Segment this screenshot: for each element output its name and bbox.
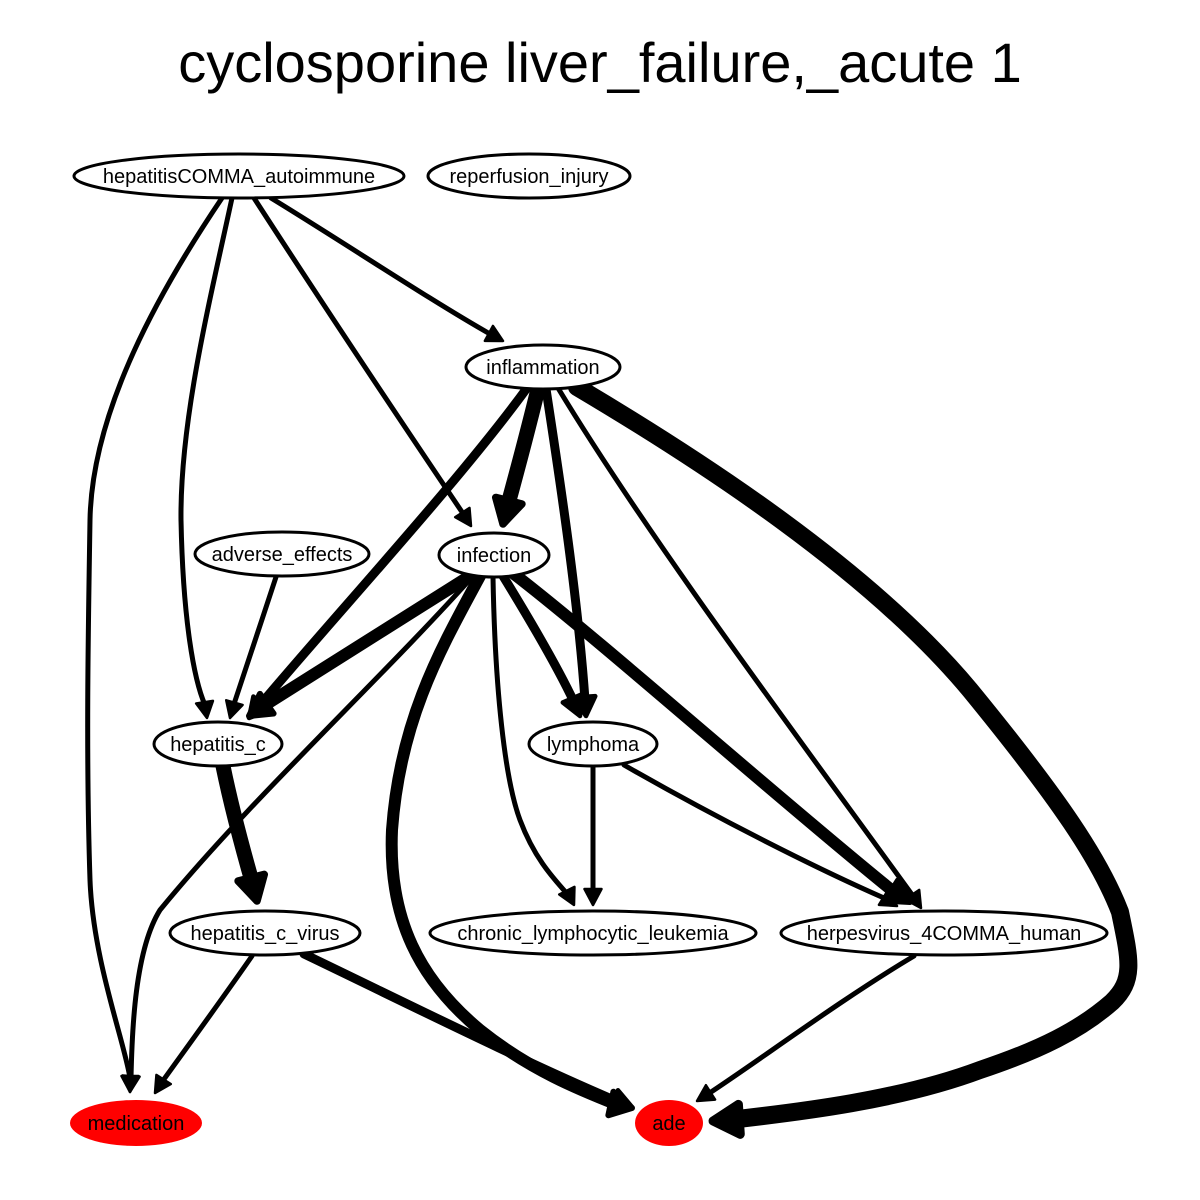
node-medication: medication bbox=[70, 1100, 202, 1146]
edge-infection-to-chronic_lymphocytic_leukemia bbox=[490, 574, 576, 907]
edge-line bbox=[568, 378, 1138, 1129]
node-ellipse bbox=[168, 909, 362, 957]
node-chronic_lymphocytic_leukemia: chronic_lymphocytic_leukemia bbox=[428, 909, 758, 957]
edge-lymphoma-to-chronic_lymphocytic_leukemia bbox=[583, 763, 603, 907]
edge-hepatitis_autoimmune-to-infection bbox=[251, 195, 473, 528]
arrowhead bbox=[695, 1083, 717, 1103]
edge-inflammation-to-ade bbox=[568, 378, 1138, 1139]
edge-hepatitis_autoimmune-to-inflammation bbox=[268, 195, 505, 343]
arrowhead bbox=[234, 870, 269, 905]
node-label: reperfusion_injury bbox=[450, 166, 609, 188]
edge-infection-to-ade bbox=[385, 570, 635, 1119]
edge-line bbox=[498, 571, 579, 707]
node-label: medication bbox=[88, 1113, 185, 1135]
diagram-title: cyclosporine liver_failure,_acute 1 bbox=[178, 31, 1022, 94]
edge-line bbox=[541, 384, 590, 705]
edge-infection-to-hepatitis_c bbox=[246, 568, 479, 719]
edge-line bbox=[251, 195, 465, 515]
arrowhead bbox=[483, 324, 505, 343]
node-label: infection bbox=[457, 545, 532, 567]
edge-line bbox=[705, 953, 917, 1097]
arrowhead bbox=[246, 690, 277, 719]
edge-line bbox=[255, 383, 532, 710]
edge-adverse_effects-to-hepatitis_c bbox=[224, 574, 279, 720]
edge-lymphoma-to-herpesvirus_4 bbox=[621, 762, 899, 908]
arrowhead bbox=[560, 691, 585, 719]
edge-line bbox=[128, 572, 477, 1081]
arrowhead bbox=[491, 493, 526, 528]
node-layer: hepatitisCOMMA_autoimmune reperfusion_inj… bbox=[70, 152, 1109, 1146]
edge-hepatitis_c_virus-to-ade bbox=[299, 949, 635, 1113]
arrowhead bbox=[583, 887, 603, 907]
node-hepatitis_c: hepatitis_c bbox=[152, 720, 284, 768]
arrowhead bbox=[877, 889, 899, 908]
node-ellipse bbox=[527, 720, 659, 768]
edge-line bbox=[231, 574, 279, 707]
edge-line bbox=[215, 758, 261, 893]
edge-line bbox=[499, 381, 546, 516]
node-ellipse bbox=[152, 720, 284, 768]
arrowhead bbox=[224, 699, 244, 720]
arrowhead bbox=[121, 1074, 141, 1094]
edge-line bbox=[159, 953, 255, 1085]
node-ellipse bbox=[70, 1100, 202, 1146]
node-inflammation: inflammation bbox=[464, 343, 622, 391]
node-herpesvirus_4: herpesvirus_4COMMA_human bbox=[779, 909, 1109, 957]
node-adverse_effects: adverse_effects bbox=[193, 530, 371, 578]
edge-line bbox=[555, 385, 916, 899]
arrowhead bbox=[608, 1088, 635, 1113]
edge-hepatitis_autoimmune-to-hepatitis_c bbox=[178, 195, 235, 720]
arrowhead bbox=[557, 885, 576, 907]
edge-layer bbox=[85, 195, 1138, 1139]
edge-infection-to-lymphoma bbox=[498, 571, 585, 719]
node-ade: ade bbox=[635, 1100, 703, 1146]
node-label: hepatitis_c bbox=[170, 734, 266, 756]
edge-line bbox=[85, 195, 225, 1081]
edge-hepatitis_c_virus-to-medication bbox=[153, 953, 255, 1095]
arrowhead bbox=[194, 699, 215, 720]
node-reperfusion_injury: reperfusion_injury bbox=[426, 152, 632, 200]
node-ellipse bbox=[426, 152, 632, 200]
node-label: hepatitisCOMMA_autoimmune bbox=[103, 166, 375, 188]
arrowhead bbox=[153, 1073, 173, 1095]
arrowhead bbox=[453, 506, 473, 528]
edge-hepatitis_c-to-hepatitis_c_virus bbox=[215, 758, 269, 905]
node-label: chronic_lymphocytic_leukemia bbox=[457, 923, 729, 945]
edge-line bbox=[508, 568, 900, 898]
node-label: hepatitis_c_virus bbox=[191, 923, 340, 945]
edge-line bbox=[268, 195, 493, 337]
edge-line bbox=[299, 949, 619, 1105]
node-ellipse bbox=[193, 530, 371, 578]
edge-line bbox=[621, 762, 887, 901]
edge-infection-to-medication bbox=[121, 572, 477, 1094]
node-ellipse bbox=[464, 343, 622, 391]
node-ellipse bbox=[635, 1100, 703, 1146]
node-label: herpesvirus_4COMMA_human bbox=[807, 923, 1082, 945]
node-label: inflammation bbox=[486, 357, 599, 379]
edge-inflammation-to-infection bbox=[491, 381, 546, 528]
node-ellipse bbox=[779, 909, 1109, 957]
edge-inflammation-to-herpesvirus_4 bbox=[555, 385, 923, 910]
arrowhead bbox=[708, 1099, 745, 1139]
node-ellipse bbox=[428, 909, 758, 957]
node-infection: infection bbox=[437, 531, 551, 579]
node-label: adverse_effects bbox=[212, 544, 353, 566]
node-label: ade bbox=[652, 1113, 685, 1135]
node-hepatitis_autoimmune: hepatitisCOMMA_autoimmune bbox=[72, 152, 406, 200]
node-lymphoma: lymphoma bbox=[527, 720, 659, 768]
node-ellipse bbox=[437, 531, 551, 579]
edge-line bbox=[178, 195, 235, 708]
arrowhead bbox=[903, 888, 923, 910]
node-ellipse bbox=[72, 152, 406, 200]
edge-herpesvirus_4-to-ade bbox=[695, 953, 917, 1103]
edge-line bbox=[256, 568, 479, 713]
node-label: lymphoma bbox=[547, 734, 640, 756]
edge-line bbox=[490, 574, 573, 900]
node-hepatitis_c_virus: hepatitis_c_virus bbox=[168, 909, 362, 957]
